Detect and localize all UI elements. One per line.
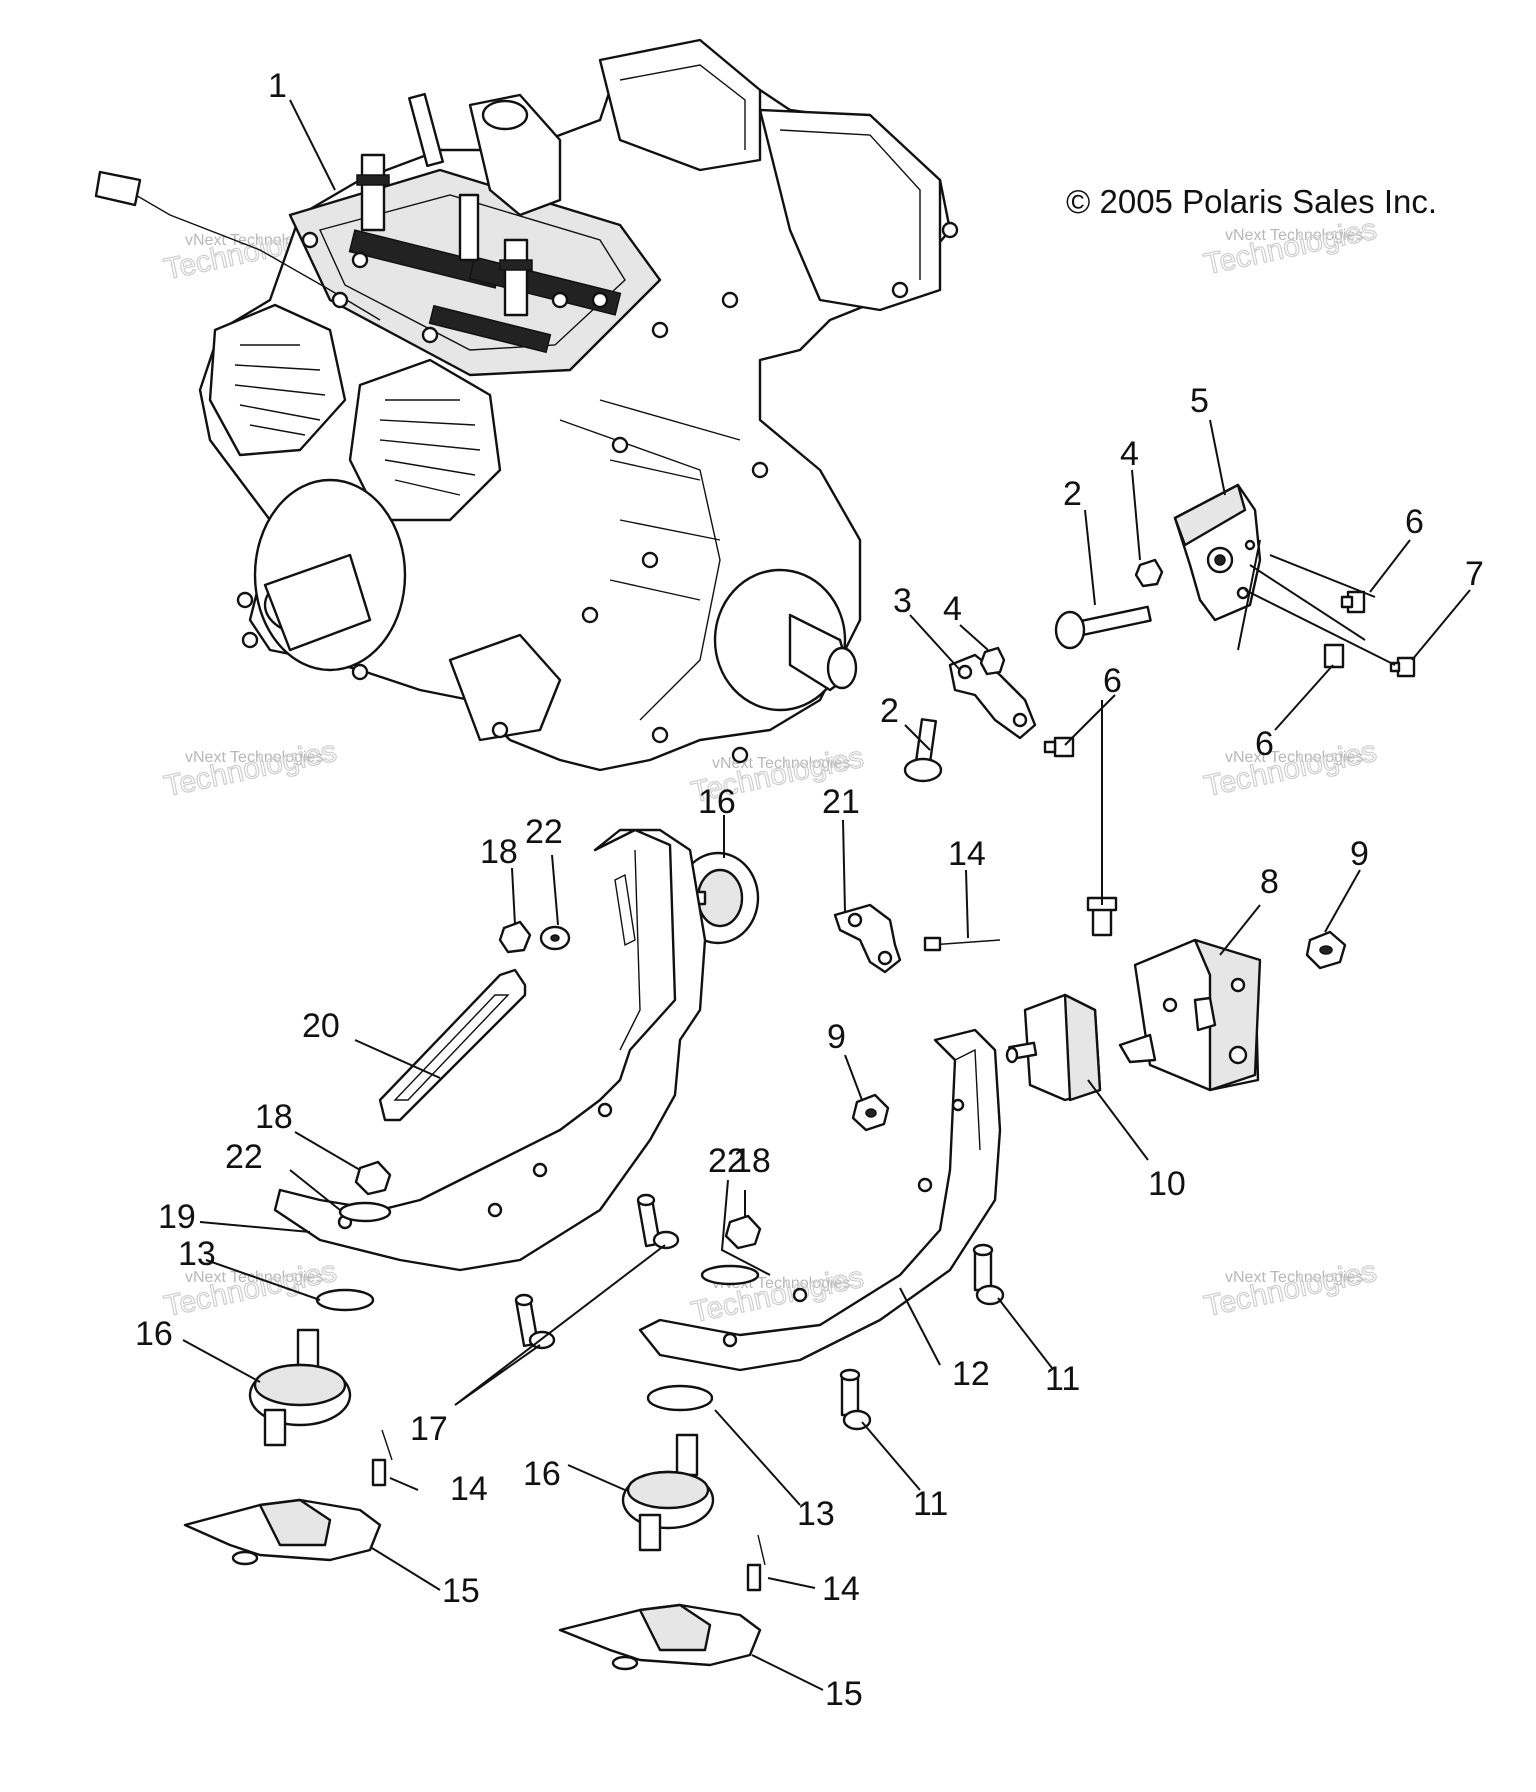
- rubber-mount-16-left: [248, 1328, 352, 1447]
- nut-4-lower: [979, 646, 1006, 676]
- washer-22-right: [700, 1264, 760, 1286]
- engine-assembly: [94, 38, 959, 772]
- callout-7: 7: [1465, 555, 1484, 593]
- callout-13: 13: [797, 1495, 835, 1533]
- callout-12: 12: [952, 1355, 990, 1393]
- watermark: vNext Technologies Technologies: [1201, 1254, 1380, 1324]
- watermark-line2: Technologies: [1201, 735, 1379, 804]
- skid-15-left: [183, 1498, 382, 1566]
- callout-14: 14: [948, 835, 986, 873]
- bracket-12: [638, 1028, 1002, 1372]
- callout-14: 14: [450, 1470, 488, 1508]
- engine-bolt-icon: [236, 221, 959, 764]
- callout-21: 21: [822, 783, 860, 821]
- callout-9: 9: [827, 1018, 846, 1056]
- callout-6: 6: [1103, 662, 1122, 700]
- bolt-6-lower-right: [1323, 643, 1345, 669]
- skid-15-right: [558, 1603, 762, 1671]
- slot-plate-20: [378, 968, 527, 1122]
- callout-14: 14: [822, 1570, 860, 1608]
- callout-6: 6: [1405, 503, 1424, 541]
- watermark: vNext Technologies Technologies: [1201, 212, 1380, 282]
- bolt-17-b: [514, 1293, 556, 1350]
- callout-2: 2: [1063, 475, 1082, 513]
- callout-11: 11: [913, 1485, 948, 1523]
- callout-15: 15: [825, 1675, 863, 1713]
- callout-2: 2: [880, 692, 899, 730]
- callout-20: 20: [302, 1007, 340, 1045]
- callout-5: 5: [1190, 382, 1209, 420]
- watermark-line1: vNext Technologies: [1225, 749, 1363, 766]
- rivet-14-top: [923, 936, 1001, 952]
- callout-1: 1: [268, 67, 287, 105]
- bracket-8: [1118, 938, 1262, 1092]
- watermark-line1: vNext Technologies: [1225, 227, 1363, 244]
- bolt-2-lower: [903, 718, 943, 783]
- callout-13: 13: [178, 1235, 216, 1273]
- callout-16: 16: [698, 783, 736, 821]
- bracket-plate-5: [1173, 483, 1262, 622]
- callout-22: 22: [225, 1138, 263, 1176]
- rivet-14-left: [371, 1429, 393, 1487]
- callout-10: 10: [1148, 1165, 1186, 1203]
- callout-8: 8: [1260, 863, 1279, 901]
- washer-22-left: [338, 1201, 392, 1223]
- watermark-line1: vNext Technologies: [185, 749, 323, 766]
- watermark-line2: Technologies: [161, 735, 339, 804]
- nut-18-right: [724, 1214, 762, 1250]
- callout-18: 18: [255, 1098, 293, 1136]
- rivet-14-right: [746, 1534, 766, 1592]
- callout-16: 16: [135, 1315, 173, 1353]
- bracket-19: [273, 828, 707, 1272]
- spark-plug-icon: [356, 92, 533, 317]
- reed-valve-icon: [208, 303, 502, 522]
- bolt-17-a: [636, 1193, 680, 1250]
- watermark: vNext Technologies Technologies: [1201, 734, 1380, 804]
- callout-9: 9: [1350, 835, 1369, 873]
- bolt-11-upper: [972, 1243, 1005, 1306]
- callout-17: 17: [410, 1410, 448, 1448]
- callout-4: 4: [943, 590, 962, 628]
- callout-22: 22: [525, 813, 563, 851]
- nut-18-top: [498, 920, 532, 954]
- callout-18: 18: [733, 1142, 771, 1180]
- washer-13-left: [315, 1288, 375, 1312]
- callout-15: 15: [442, 1572, 480, 1610]
- nut-4-upper: [1134, 558, 1164, 588]
- callout-4: 4: [1120, 435, 1139, 473]
- watermark: vNext Technologies Technologies: [161, 734, 340, 804]
- callout-11: 11: [1045, 1360, 1080, 1398]
- callout-18: 18: [480, 833, 518, 871]
- callout-22: 22: [708, 1142, 746, 1180]
- watermark-line1: vNext Technologies: [1225, 1269, 1363, 1286]
- copyright-text: © 2005 Polaris Sales Inc.: [1066, 183, 1437, 220]
- rubber-mount-10: [1005, 993, 1102, 1102]
- bolt-11-lower: [839, 1368, 872, 1431]
- bolt-2-upper: [1054, 605, 1152, 650]
- callout-labels: 1 2 4 5 6 7 6 3 4 2 6 16 21 22 18 14 9 8…: [135, 67, 1484, 1713]
- washer-13-right: [646, 1384, 714, 1412]
- leader-lines: [182, 99, 1471, 1691]
- bolt-7: [1389, 656, 1416, 678]
- rubber-mount-16-right: [621, 1433, 715, 1552]
- callout-16: 16: [523, 1455, 561, 1493]
- callout-6: 6: [1255, 725, 1274, 763]
- watermark-line2: Technologies: [1201, 213, 1379, 282]
- bolt-6-upper-right: [1340, 590, 1366, 614]
- callout-3: 3: [893, 582, 912, 620]
- watermark-line2: Technologies: [1201, 1255, 1379, 1324]
- callout-19: 19: [158, 1198, 196, 1236]
- nut-18-left: [354, 1160, 392, 1196]
